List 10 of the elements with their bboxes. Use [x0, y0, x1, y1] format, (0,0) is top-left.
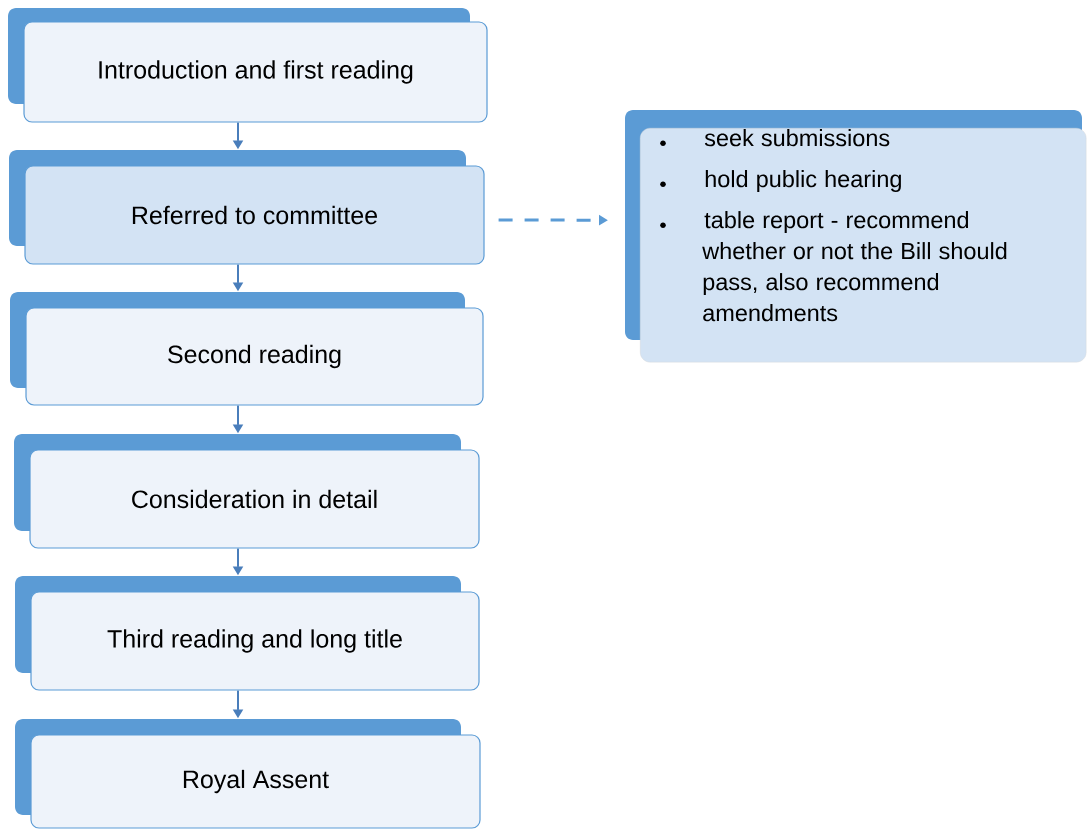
- stage-box: Referred to committee: [9, 150, 485, 265]
- bullet-item: table report - recommend whether or not the Bill should pass, also recommend amendments: [660, 211, 1007, 322]
- bullet-item: seek submissions: [660, 129, 890, 147]
- stage-box: Second reading: [10, 292, 484, 406]
- bullet-item: hold public hearing: [660, 170, 901, 192]
- stage-box: Third reading and long title: [15, 576, 480, 691]
- bullet-box: [625, 110, 1087, 363]
- stage-box: Consideration in detail: [14, 434, 480, 549]
- stage-box: Royal Assent: [15, 719, 481, 829]
- stage-box: Introduction and first reading: [8, 8, 488, 123]
